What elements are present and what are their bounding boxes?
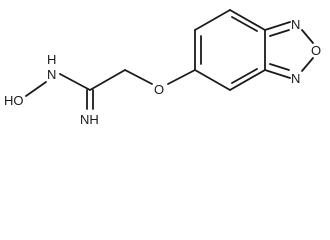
atom-n-hydrogen-label: H	[47, 52, 56, 67]
atom-n-label: N	[47, 67, 56, 82]
bond-o-ring	[167, 69, 196, 85]
chemical-structure-diagram: HO N H NH O N O N	[4, 9, 321, 127]
structure-canvas: HO N H NH O N O N	[4, 9, 322, 127]
bond-o-n	[25, 81, 47, 97]
oxadiazole-c-n-bottom-double	[269, 63, 290, 71]
atom-ring-n-top-label: N	[291, 17, 300, 32]
oxadiazole-n-o-top	[301, 29, 314, 44]
ring-bond-3	[229, 9, 266, 31]
oxadiazole-c-n-bottom	[264, 69, 291, 79]
atom-ether-oxygen-label: O	[154, 82, 164, 97]
bond-n-c	[59, 73, 91, 91]
bond-c-ch2	[89, 69, 126, 91]
ring-bond-6	[194, 69, 231, 91]
atom-hydroxyl-label: HO	[4, 93, 24, 108]
ring-double-inner-2	[231, 16, 258, 32]
atom-imine-label: NH	[80, 112, 99, 127]
atom-ring-n-bottom-label: N	[291, 71, 300, 86]
ring-bond-5	[229, 69, 266, 91]
atom-ring-oxygen-label: O	[311, 43, 321, 58]
ring-double-inner-3	[231, 68, 258, 84]
oxadiazole-c-n-top	[264, 21, 291, 31]
oxadiazole-c-n-top-double	[269, 29, 290, 37]
bond-ch2-o	[124, 69, 153, 85]
ring-bond-2	[194, 9, 231, 31]
oxadiazole-o-n-bottom	[301, 57, 314, 72]
